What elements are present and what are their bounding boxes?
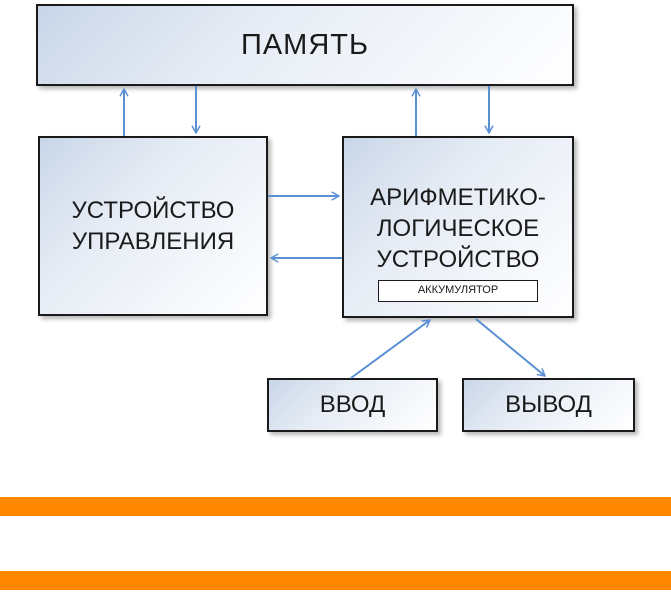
- output-block: ВЫВОД: [462, 378, 635, 432]
- memory-label: ПАМЯТЬ: [240, 28, 370, 61]
- accumulator-box: АККУМУЛЯТОР: [378, 280, 538, 302]
- memory-block: ПАМЯТЬ: [36, 4, 574, 86]
- input-block: ВВОД: [267, 378, 438, 432]
- input-label: ВВОД: [319, 391, 386, 418]
- arrow-alu-to-output: [475, 318, 546, 377]
- orange-band-top: [0, 497, 671, 516]
- control-unit-block: УСТРОЙСТВО УПРАВЛЕНИЯ: [38, 136, 268, 316]
- alu-block: АРИФМЕТИКО- ЛОГИЧЕСКОЕ УСТРОЙСТВО АККУМУ…: [342, 136, 574, 318]
- output-label: ВЫВОД: [505, 391, 592, 418]
- orange-band-bottom: [0, 571, 671, 590]
- control-unit-label: УСТРОЙСТВО УПРАВЛЕНИЯ: [71, 197, 235, 255]
- alu-label: АРИФМЕТИКО- ЛОГИЧЕСКОЕ УСТРОЙСТВО: [370, 184, 546, 273]
- arrow-input-to-alu: [350, 319, 431, 379]
